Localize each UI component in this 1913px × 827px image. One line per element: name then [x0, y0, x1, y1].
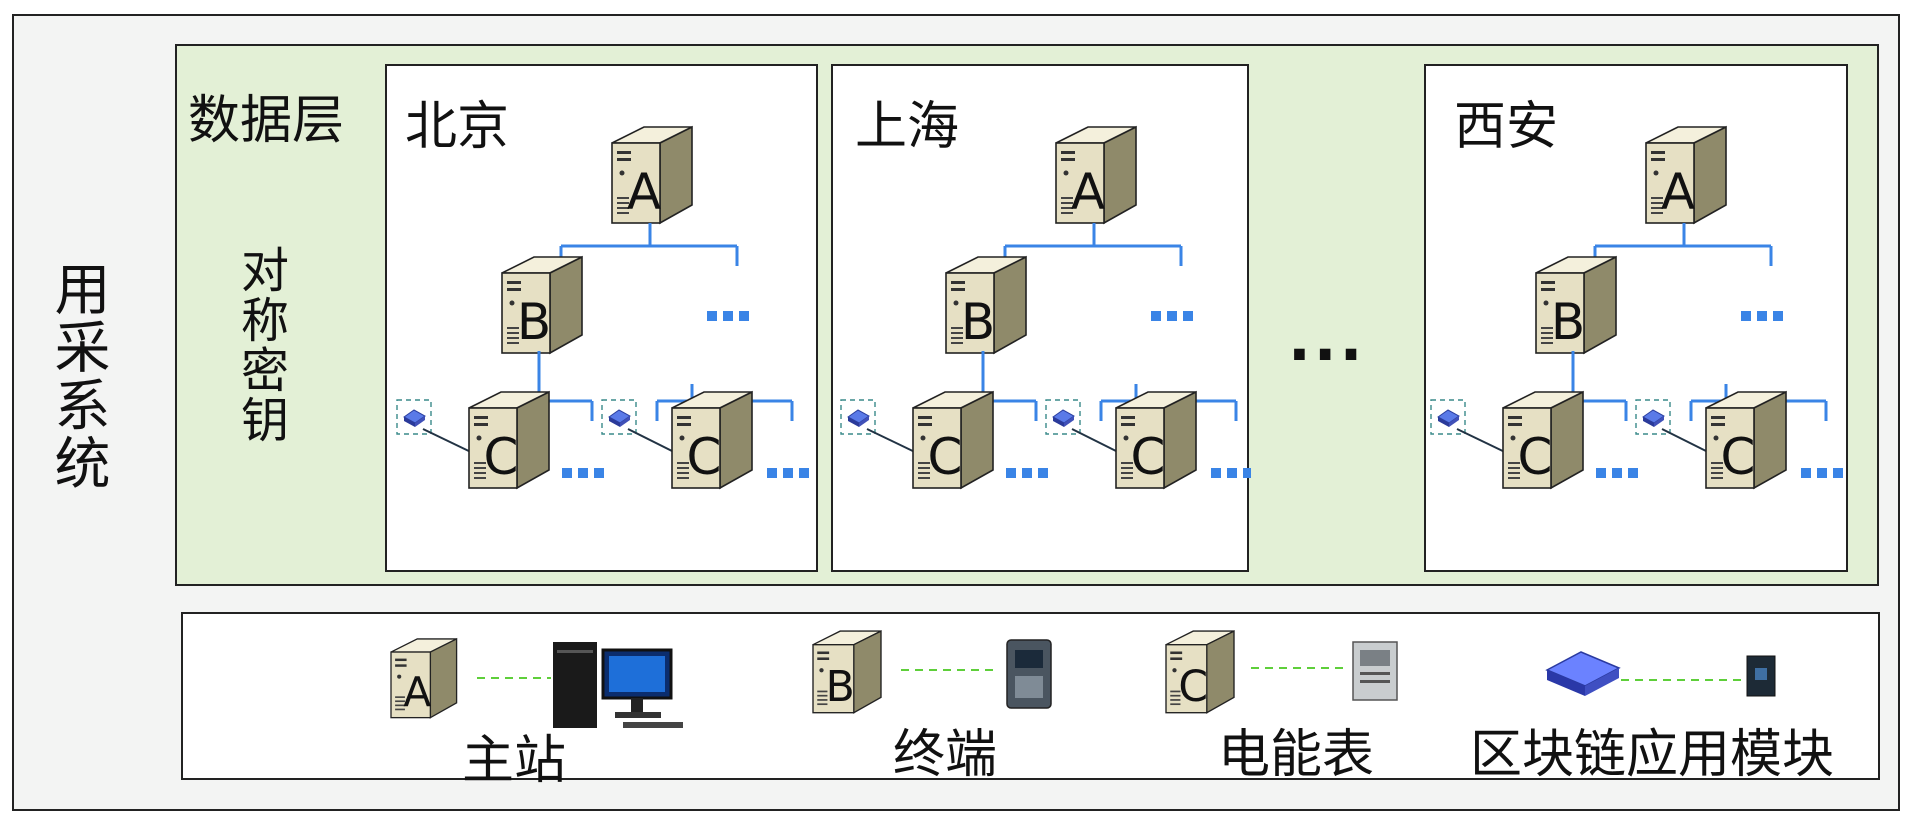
node-tree: A B C C	[1430, 125, 1843, 490]
server-label: A	[1071, 163, 1105, 221]
server-icon: C	[671, 390, 753, 490]
connector-line	[422, 428, 476, 455]
connector-line	[1456, 428, 1510, 455]
legend-label-master: 主站	[462, 731, 567, 791]
blockchain-module-icon	[1635, 399, 1671, 435]
connector-line	[627, 428, 679, 455]
ellipsis-dots	[1211, 468, 1251, 478]
server-label: C	[1518, 428, 1553, 486]
desktop-computer-icon	[553, 642, 683, 728]
city-panel-beijing: 北京 A B C C	[385, 64, 818, 572]
blockchain-module-icon	[1430, 399, 1466, 435]
system-label: 用采系统	[45, 260, 110, 492]
server-label: C	[687, 428, 722, 486]
server-label: A	[403, 668, 431, 716]
blockchain-module-icon	[840, 399, 876, 435]
connector-line	[1661, 428, 1713, 455]
server-icon: C	[1705, 390, 1787, 490]
ellipsis-dots	[1596, 468, 1638, 478]
server-icon: C	[468, 390, 550, 490]
terminal-device-icon	[1006, 639, 1052, 709]
server-icon: C	[1165, 629, 1235, 714]
ellipsis-dots	[1801, 468, 1843, 478]
server-icon: B	[1535, 255, 1617, 355]
city-panel-xian: 西安 A B C C	[1424, 64, 1848, 572]
data-layer-label: 数据层	[188, 91, 345, 151]
server-label: B	[517, 293, 551, 351]
node-tree: A B C C	[840, 125, 1251, 490]
server-icon: B	[812, 629, 882, 714]
connector-line	[1071, 428, 1123, 455]
server-icon: C	[1115, 390, 1197, 490]
server-label: A	[627, 163, 661, 221]
more-cities-ellipsis: ···	[1288, 320, 1366, 390]
blockchain-module-icon	[1045, 399, 1081, 435]
module-device-icon	[1746, 655, 1776, 697]
city-name: 上海	[855, 97, 960, 157]
server-label: B	[826, 663, 855, 712]
server-icon: A	[1645, 125, 1727, 225]
server-label: C	[484, 428, 519, 486]
city-name: 北京	[405, 97, 510, 157]
node-tree: A B C C	[396, 125, 809, 490]
server-icon: A	[611, 125, 693, 225]
ellipsis-dots	[562, 468, 604, 478]
chip-module-icon	[1545, 651, 1621, 696]
ellipsis-dots	[1006, 468, 1048, 478]
legend-graphics: A B C	[390, 629, 1776, 728]
server-label: A	[1661, 163, 1695, 221]
ellipsis-dots	[707, 311, 749, 321]
blockchain-module-icon	[396, 399, 432, 435]
server-icon: B	[501, 255, 583, 355]
connector-line	[866, 428, 920, 455]
server-icon: A	[390, 637, 458, 719]
legend-label-blockchain-module: 区块链应用模块	[1470, 725, 1835, 785]
ellipsis-dots	[767, 468, 809, 478]
server-icon: A	[1055, 125, 1137, 225]
legend-label-meter: 电能表	[1218, 725, 1375, 785]
server-icon: C	[1502, 390, 1584, 490]
server-label: C	[1131, 428, 1166, 486]
server-icon: C	[912, 390, 994, 490]
city-name: 西安	[1454, 97, 1559, 157]
server-label: C	[1178, 663, 1208, 712]
city-panel-shanghai: 上海 A B C C	[831, 64, 1251, 572]
server-label: B	[961, 293, 995, 351]
electric-meter-icon	[1352, 641, 1398, 701]
server-label: C	[928, 428, 963, 486]
symmetric-key-label: 对称密钥	[232, 245, 288, 445]
legend-label-terminal: 终端	[893, 725, 998, 785]
server-label: B	[1551, 293, 1585, 351]
server-icon: B	[945, 255, 1027, 355]
ellipsis-dots	[1151, 311, 1193, 321]
ellipsis-dots	[1741, 311, 1783, 321]
server-label: C	[1721, 428, 1756, 486]
blockchain-module-icon	[601, 399, 637, 435]
